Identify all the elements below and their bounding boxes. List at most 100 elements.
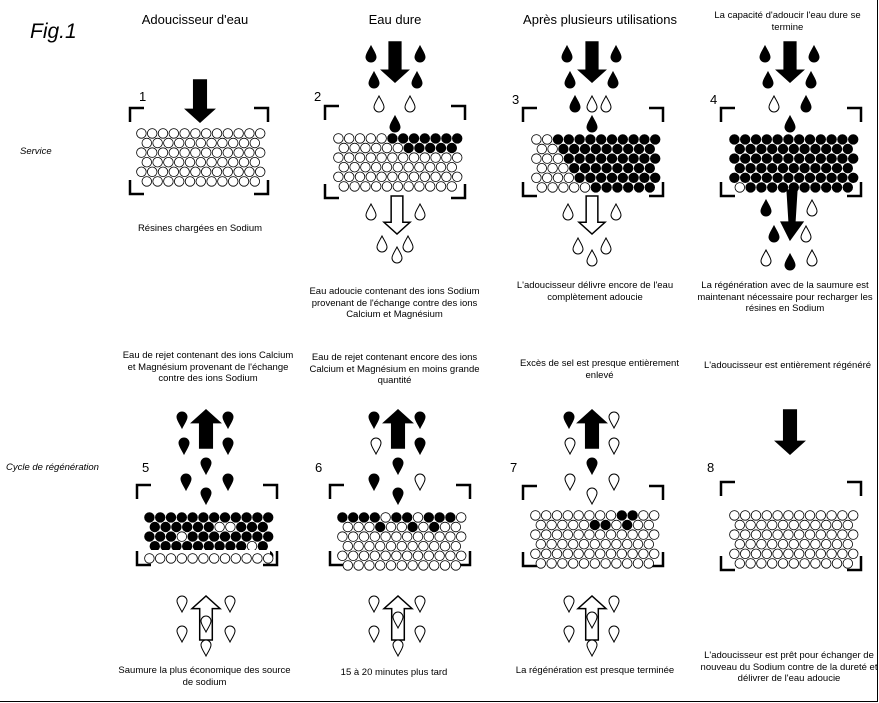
resin-bead [531,153,542,164]
resin-bead [541,548,552,560]
resin-bead [192,541,204,552]
resin-bead [354,133,366,144]
resin-bead [638,548,649,560]
resin-bead [601,182,612,193]
resin-bead [149,541,161,552]
resin-bead [157,128,169,139]
resin-bead [848,548,859,560]
resin-bead [423,550,435,562]
resin-bead [391,531,402,542]
resin-bead [536,182,548,193]
outflow-arrow [577,195,607,236]
resin-bead [249,176,261,187]
resin-bead [821,519,832,531]
panel-5-caption-above: Eau de rejet contenant des ions Calcium … [122,350,294,384]
resin-bead [152,137,163,149]
resin-bead [375,541,386,552]
resin-bead [767,182,778,193]
resin-bead [337,512,348,523]
resin-bead [173,176,185,187]
inflow-arrow [184,79,216,124]
resin-bead [364,521,375,533]
resin-bead [342,560,354,571]
resin-bead [176,553,188,564]
resin-bead [810,162,821,174]
resin-bead [446,181,458,192]
resin-bead [756,182,767,193]
water-drop [392,457,404,476]
resin-bead [257,521,269,533]
resin-bead [360,161,371,173]
resin-bead [729,172,740,184]
resin-bead [568,519,579,531]
resin-bead [633,182,645,193]
resin-bead [767,162,778,174]
resin-bead [848,529,859,540]
resin-bead [365,152,377,163]
resin-bead [230,553,242,564]
resin-bead [546,558,557,569]
water-drop [608,625,620,644]
inflow-arrow [774,409,806,456]
water-drop [222,411,234,430]
resin-bead [184,137,196,149]
panel-6-caption-above: Eau de rejet contenant encore des ions C… [309,352,480,386]
resin-bead [360,181,371,192]
resin-bead [530,510,541,521]
resin-bead [794,172,805,184]
resin-bead [238,137,250,149]
resin-bead [371,161,382,173]
panel-8-caption-above: L'adoucisseur est entièrement régénéré [703,360,872,371]
resin-bead [612,182,623,193]
resin-bead [190,128,201,139]
resin-bead [821,162,832,174]
resin-bead [375,560,386,571]
resin-bead [831,519,843,531]
resin-bead [144,531,155,542]
resin-bead [429,541,440,552]
water-drop [222,473,234,492]
resin-bead [195,156,207,168]
resin-bead [263,553,274,564]
resin-bead [184,156,196,168]
resin-bead [826,548,837,560]
resin-bead [573,548,584,560]
resin-bead [756,558,767,569]
resin-bead [546,519,557,531]
resin-bead [622,558,633,569]
resin-bead [249,137,261,149]
resin-bead [354,152,366,163]
resin-bead [396,560,408,571]
resin-bead [815,153,827,164]
resin-bead [225,541,236,552]
resin-bead [412,531,424,542]
water-drop [608,411,620,430]
resin-bead [423,531,435,542]
water-drop [806,198,818,217]
resin-bead [643,519,655,531]
resin-bead [601,143,612,155]
resin-bead [344,133,355,144]
row-label-service: Service [20,146,52,157]
resin-bead [398,152,409,163]
resin-bead [412,512,424,523]
resin-bead [439,541,451,552]
column-header-2: Eau dure [368,12,422,27]
resin-bead [589,558,601,569]
resin-bead [837,134,848,145]
resin-bead [252,553,263,564]
resin-bead [425,161,436,173]
water-drop [404,94,416,113]
water-drop [176,595,188,614]
resin-bead [541,510,552,521]
resin-bead [344,171,355,183]
water-drop [370,437,382,456]
resin-bead [208,512,220,523]
resin-bead [821,539,832,550]
resin-bead [804,134,816,145]
resin-bead [154,512,166,523]
resin-bead [745,162,756,174]
resin-bead [211,128,223,139]
resin-bead [650,153,661,164]
resin-bead [772,510,783,521]
